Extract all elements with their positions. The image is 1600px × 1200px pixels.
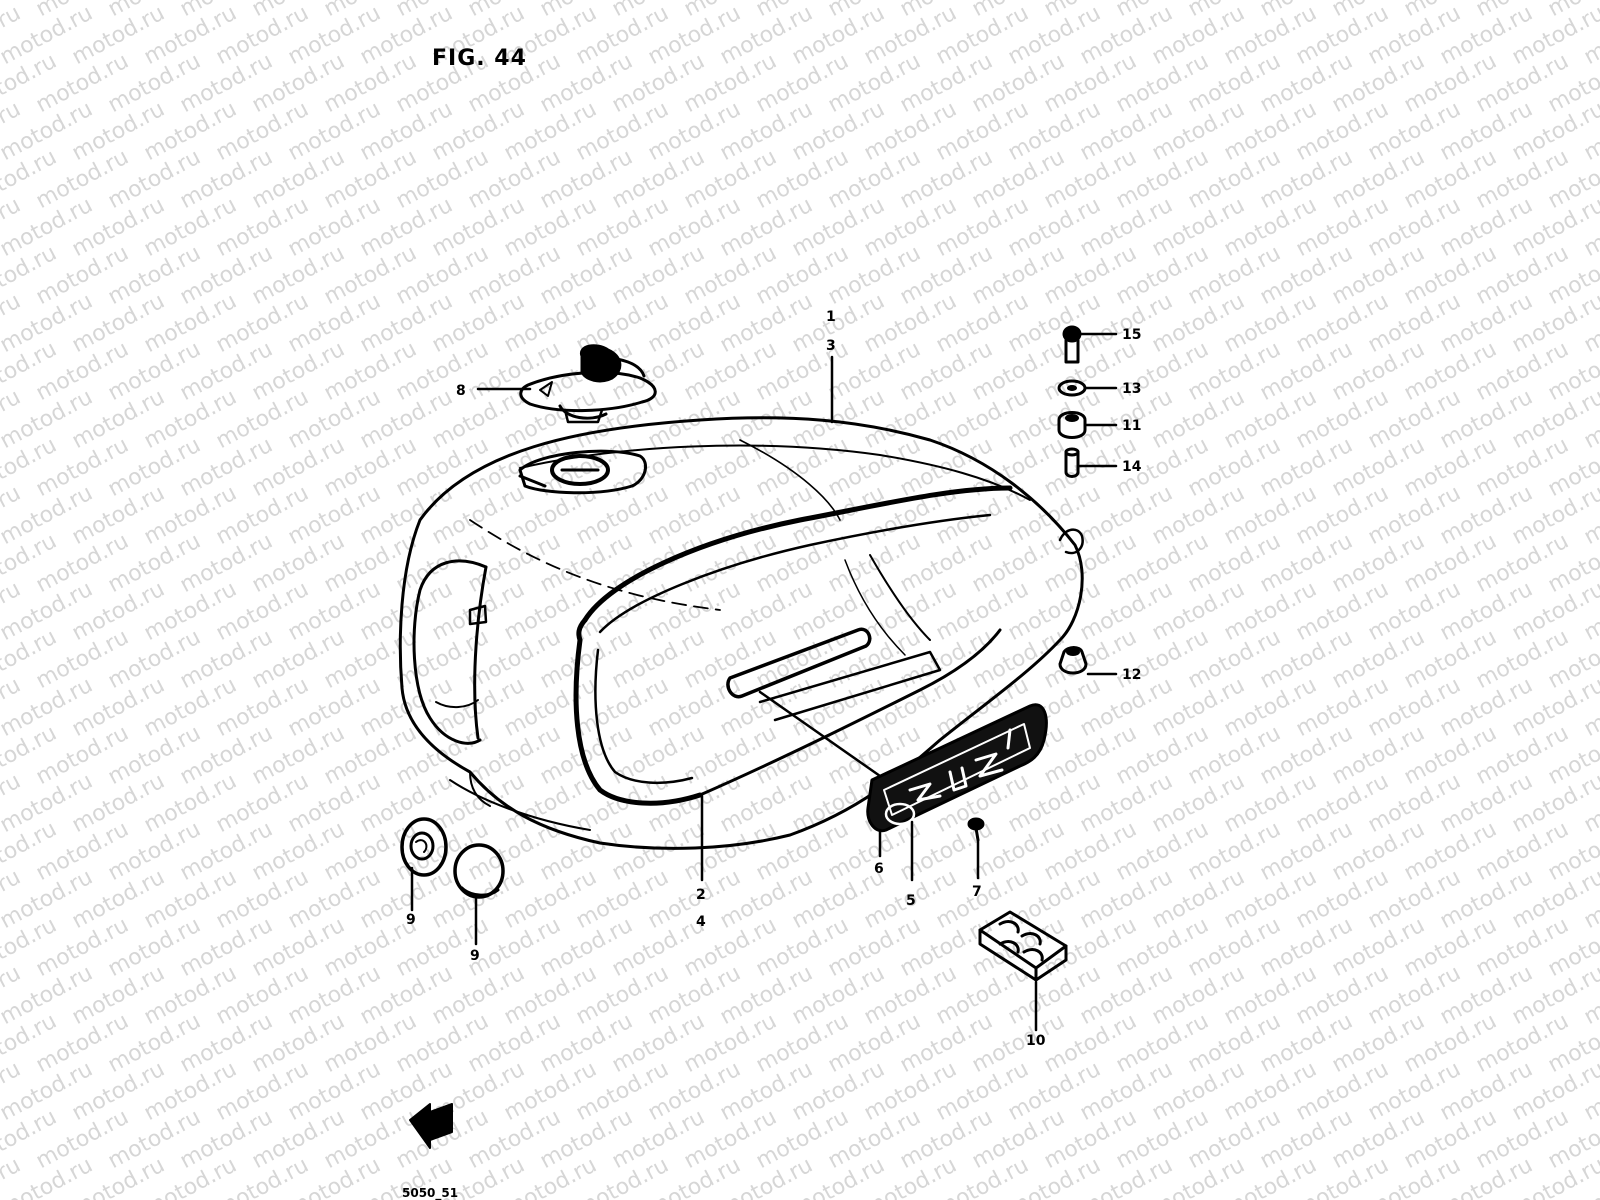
callout-12: 12 (1122, 667, 1141, 683)
bolt-15 (1062, 325, 1082, 364)
screw-7 (967, 817, 985, 842)
front-direction-arrow-icon (409, 1103, 453, 1149)
callout-15: 15 (1122, 327, 1141, 343)
callout-9-a: 9 (406, 912, 416, 928)
callout-8: 8 (456, 383, 466, 399)
callout-14: 14 (1122, 459, 1142, 475)
callout-7: 7 (972, 884, 982, 900)
callout-6: 6 (874, 861, 884, 877)
callout-1: 1 (826, 309, 836, 325)
emblem-5 (866, 703, 1048, 833)
fuel-cap (519, 344, 657, 424)
callout-3: 3 (826, 338, 836, 354)
washer-13 (1057, 379, 1087, 397)
callout-9-b: 9 (470, 948, 480, 964)
callout-2: 2 (696, 887, 706, 903)
cushion-12 (1058, 646, 1088, 675)
callout-5: 5 (906, 893, 916, 909)
leader-lines (410, 332, 1118, 1032)
callout-4: 4 (696, 914, 706, 930)
filler-neck (518, 449, 648, 495)
figure-title: FIG. 44 (432, 46, 527, 71)
callout-11: 11 (1122, 418, 1141, 434)
callout-10: 10 (1026, 1033, 1046, 1049)
pad-10 (978, 910, 1068, 982)
spacer-14 (1064, 447, 1080, 478)
cushion-9-a (400, 817, 448, 877)
cushion-9-b (453, 843, 505, 899)
figure-code: 5050_51 (402, 1186, 459, 1200)
cushion-11 (1057, 411, 1087, 439)
callout-13: 13 (1122, 381, 1141, 397)
leader-emblem (758, 690, 882, 778)
callouts: 1 3 8 15 13 11 14 12 2 4 6 5 7 9 9 10 (406, 309, 1142, 1049)
fuel-tank (398, 416, 1084, 850)
